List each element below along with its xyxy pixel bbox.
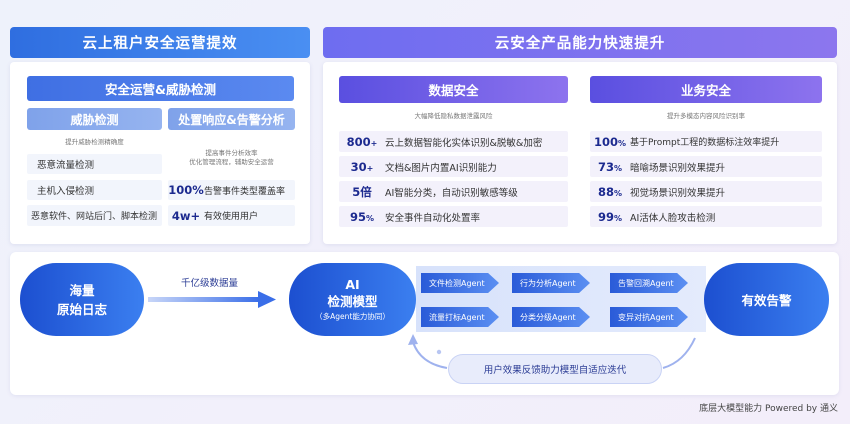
valid-alert-node: 有效告警 xyxy=(704,263,829,336)
agent-chip: 文件检测Agent xyxy=(421,273,499,293)
row-text: 云上数据智能化实体识别&脱敏&加密 xyxy=(385,137,543,149)
row-suffix: + xyxy=(366,163,374,173)
row-value: 99 xyxy=(597,209,614,224)
stat-value: 4w+ xyxy=(171,208,201,223)
agent-chip: 告警回溯Agent xyxy=(610,273,688,293)
business-security-note: 提升多模态内容风险识别率 xyxy=(667,112,745,120)
threat-item: 主机入侵检测 xyxy=(27,180,162,200)
raw-logs-node: 海量 原始日志 xyxy=(20,263,144,336)
business-security-row: 99% AI活体人脸攻击检测 xyxy=(590,206,822,227)
response-note-1: 提高事件分析效率 xyxy=(205,149,258,157)
ai-model-node: AI 检测模型 （多Agent能力协同） xyxy=(289,263,416,336)
business-security-row: 88% 视觉场景识别效果提升 xyxy=(590,181,822,202)
row-suffix: % xyxy=(614,163,623,173)
row-value: 100 xyxy=(593,134,618,149)
stat-text: 告警事件类型覆盖率 xyxy=(204,186,286,197)
data-security-note: 大幅降低隐私数据泄露风险 xyxy=(414,112,493,120)
threat-detection-title: 威胁检测 xyxy=(27,108,162,130)
row-text: 基于Prompt工程的数据标注效率提升 xyxy=(630,138,780,148)
response-stat: 4w+ 有效使用用户 xyxy=(168,205,295,226)
feedback-pill: 用户效果反馈助力模型自适应迭代 xyxy=(448,354,662,384)
row-text: AI活体人脸攻击检测 xyxy=(630,212,716,224)
row-text: 暗喻场景识别效果提升 xyxy=(630,162,726,174)
data-volume-label: 千亿级数据量 xyxy=(181,278,239,289)
raw-logs-line1: 海量 xyxy=(69,282,95,298)
ai-line3: （多Agent能力协同） xyxy=(315,311,390,321)
agent-chip: 分类分级Agent xyxy=(512,307,590,327)
threat-item: 恶意流量检测 xyxy=(27,154,162,174)
agent-chip: 行为分析Agent xyxy=(512,273,590,293)
agent-chip: 流量打标Agent xyxy=(421,307,499,327)
business-security-row: 100% 基于Prompt工程的数据标注效率提升 xyxy=(590,131,822,152)
left-section-header: 云上租户安全运营提效 xyxy=(10,27,310,58)
row-suffix: + xyxy=(370,138,378,148)
row-value: 30 xyxy=(350,159,367,174)
footer-powered-by: 底层大模型能力 Powered by 通义 xyxy=(699,404,838,414)
response-stat: 100% 告警事件类型覆盖率 xyxy=(168,180,295,200)
stat-text: 有效使用用户 xyxy=(204,212,259,222)
threat-item: 恶意软件、网站后门、脚本检测 xyxy=(27,205,162,226)
row-value: 800 xyxy=(346,134,371,149)
response-analysis-title: 处置响应&告警分析 xyxy=(168,108,295,130)
response-note-2: 优化管理流程，辅助安全运营 xyxy=(189,158,274,166)
threat-note: 提升威胁检测精确度 xyxy=(65,138,124,146)
business-security-row: 73% 暗喻场景识别效果提升 xyxy=(590,156,822,177)
row-suffix: % xyxy=(618,138,627,148)
arrow-right-icon xyxy=(148,291,276,308)
data-security-title: 数据安全 xyxy=(339,76,568,103)
agent-chip: 变异对抗Agent xyxy=(610,307,688,327)
row-suffix: % xyxy=(614,188,623,198)
row-value: 95 xyxy=(349,209,366,224)
row-suffix: % xyxy=(366,213,375,223)
ai-line1: AI xyxy=(345,276,360,292)
row-value: 88 xyxy=(597,184,614,199)
row-value: 5倍 xyxy=(352,184,372,199)
data-security-row: 30+ 文档&图片内置AI识别能力 xyxy=(339,156,568,177)
data-security-row: 800+ 云上数据智能化实体识别&脱敏&加密 xyxy=(339,131,568,152)
ai-line2: 检测模型 xyxy=(327,293,378,309)
raw-logs-line2: 原始日志 xyxy=(56,301,107,317)
row-text: AI智能分类，自动识别敏感等级 xyxy=(385,187,518,199)
row-text: 文档&图片内置AI识别能力 xyxy=(385,162,497,174)
business-security-title: 业务安全 xyxy=(590,76,822,103)
row-suffix: % xyxy=(614,213,623,223)
row-value: 73 xyxy=(597,159,614,174)
data-security-row: 5倍 AI智能分类，自动识别敏感等级 xyxy=(339,181,568,202)
stat-value: 100% xyxy=(168,183,204,197)
row-text: 视觉场景识别效果提升 xyxy=(630,187,726,199)
security-ops-title: 安全运营&威胁检测 xyxy=(27,76,294,101)
data-security-row: 95% 安全事件自动化处置率 xyxy=(339,206,568,227)
right-section-header: 云安全产品能力快速提升 xyxy=(323,27,837,58)
feedback-loop-arrow-icon xyxy=(408,334,696,369)
row-text: 安全事件自动化处置率 xyxy=(385,212,481,224)
